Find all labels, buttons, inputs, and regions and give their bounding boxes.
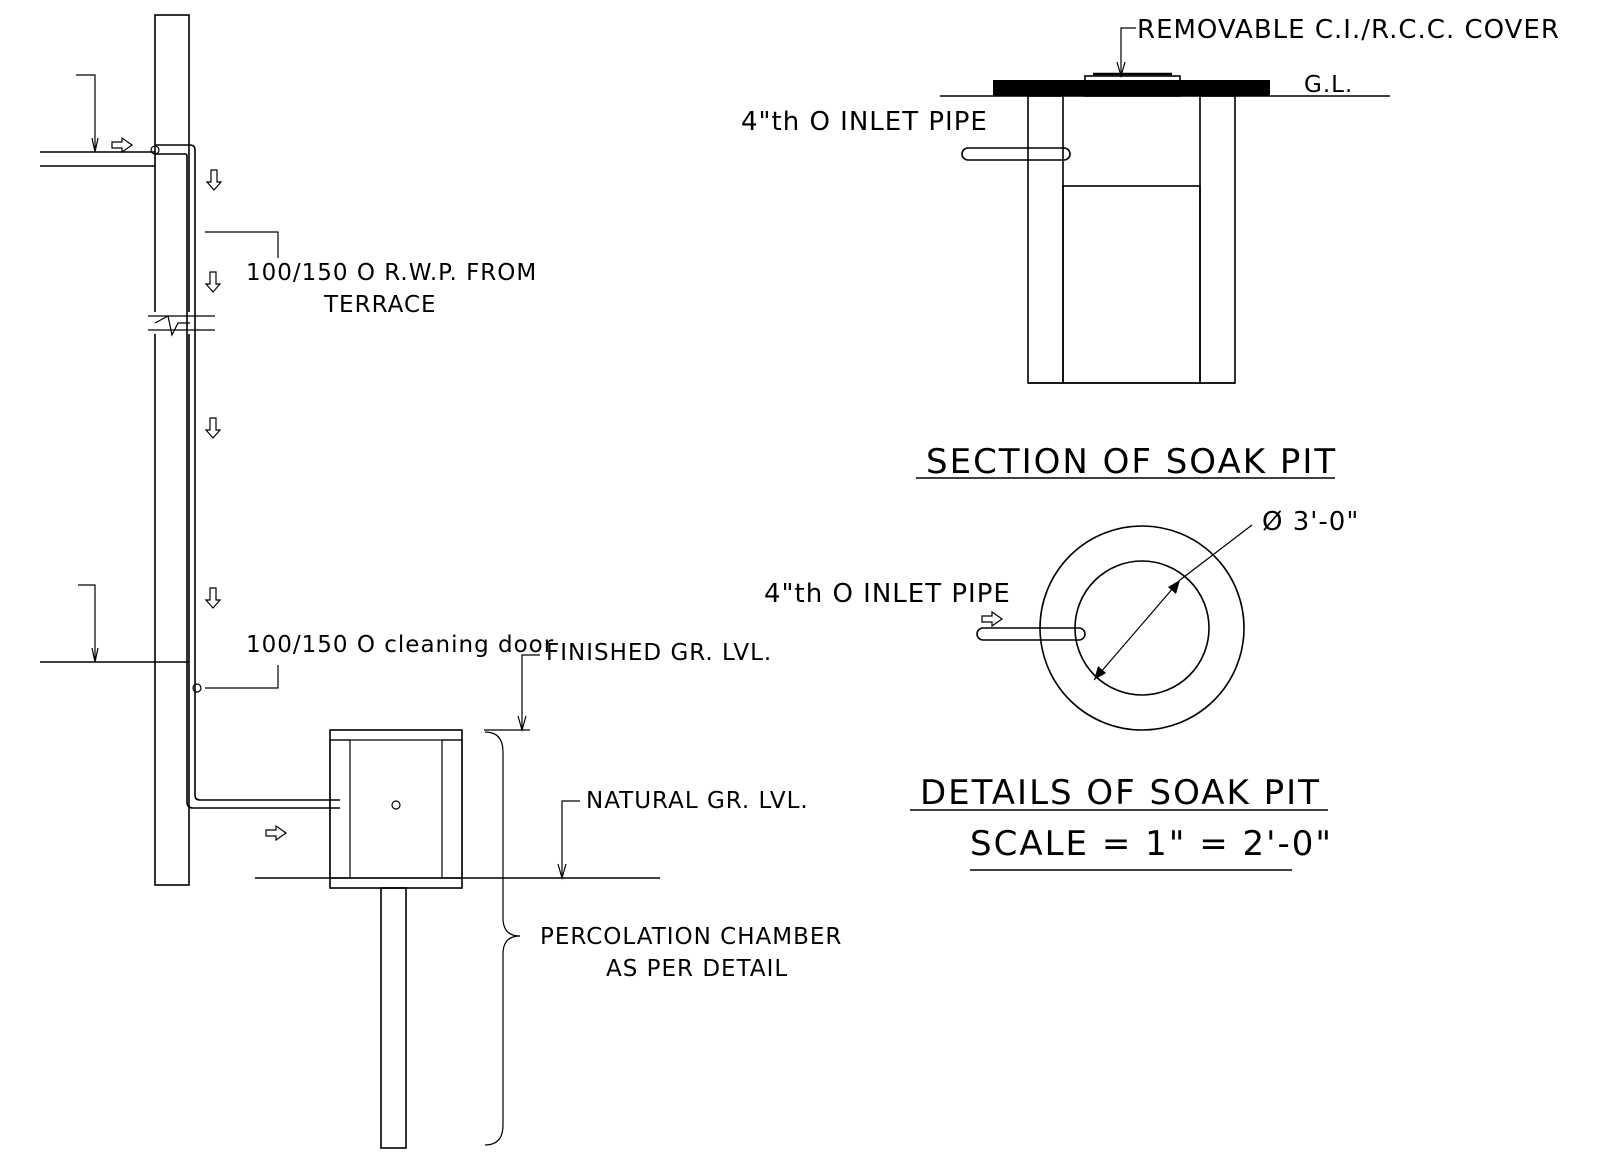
- finished-gl-leader: [521, 654, 540, 730]
- inlet-pipe-details-label: 4"th O INLET PIPE: [764, 579, 1011, 609]
- section-title: SECTION OF SOAK PIT: [926, 442, 1337, 482]
- scale-label: SCALE = 1" = 2'-0": [970, 824, 1333, 864]
- cleaning-leader: [205, 665, 279, 689]
- natural-gl-leader: [561, 800, 580, 878]
- diameter-label: Ø 3'-0": [1262, 507, 1359, 537]
- rwp-label-line1: 100/150 O R.W.P. FROM: [246, 260, 537, 286]
- ground-line-left: [40, 584, 189, 663]
- roof-slab-line: [40, 74, 155, 167]
- flow-arrows: [111, 136, 288, 842]
- natural-gl-label: NATURAL GR. LVL.: [586, 788, 809, 814]
- gl-label: G.L.: [1304, 72, 1353, 98]
- rain-water-pipe: [150, 144, 340, 809]
- cover-leader: [1120, 27, 1136, 76]
- percolation-brace: [484, 731, 521, 1146]
- percolation-label-line2: AS PER DETAIL: [606, 956, 788, 982]
- percolation-chamber: [329, 729, 463, 1149]
- wall-section: [148, 14, 215, 886]
- finished-gl-label: FINISHED GR. LVL.: [546, 640, 772, 666]
- cover-label: REMOVABLE C.I./R.C.C. COVER: [1137, 15, 1560, 45]
- percolation-label-line1: PERCOLATION CHAMBER: [540, 924, 842, 950]
- details-title: DETAILS OF SOAK PIT: [920, 773, 1321, 813]
- natural-gl-arrow: [557, 863, 567, 881]
- rwp-leader: [205, 231, 279, 258]
- soak-pit-section: [940, 72, 1390, 384]
- cover-arrow: [1116, 61, 1126, 79]
- inlet-pipe-section-label: 4"th O INLET PIPE: [741, 107, 988, 137]
- cleaning-door-label: 100/150 O cleaning door: [246, 632, 554, 658]
- rwp-label-line2: TERRACE: [323, 292, 437, 318]
- soak-pit-plan: [976, 524, 1253, 731]
